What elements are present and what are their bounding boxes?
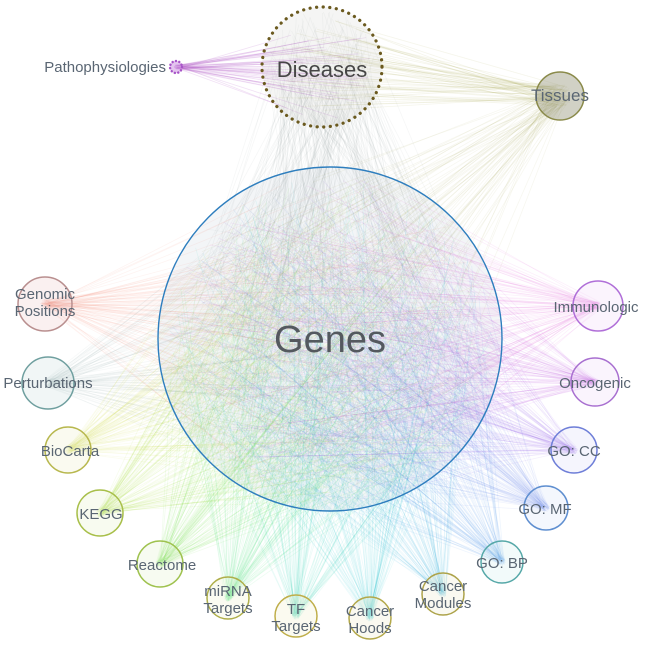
- node-go_mf[interactable]: [523, 485, 569, 531]
- node-perturbations-label: Perturbations: [3, 375, 92, 392]
- node-go_cc[interactable]: [550, 426, 598, 474]
- edges-oncogenic-to-genes: [175, 178, 600, 487]
- node-genes[interactable]: [157, 166, 503, 512]
- node-kegg-label: KEGG: [79, 506, 122, 523]
- node-labels: Genes Diseases PathophysiologiesTissuesGen…: [3, 57, 639, 637]
- nodes: [17, 5, 624, 640]
- node-biocarta-label: BioCarta: [41, 443, 100, 460]
- edges-go_bp-to-genes: [183, 202, 506, 566]
- edges-perturbations-to-genes: [43, 181, 454, 487]
- node-genes-label: Genes: [274, 319, 386, 361]
- node-cancer_hoods[interactable]: [348, 596, 392, 640]
- edges-kegg-to-genes: [95, 180, 478, 518]
- edges-tissues-to-genes: [168, 85, 572, 495]
- node-kegg[interactable]: [76, 489, 124, 537]
- edges-biocarta-to-genes: [63, 202, 491, 483]
- edges-diseases-to-genes: [171, 11, 495, 502]
- node-oncogenic-label: Oncogenic: [559, 375, 631, 392]
- edges-pathophysiologies-to-diseases: [173, 34, 370, 119]
- node-go_cc-label: GO: CC: [547, 443, 601, 460]
- edges-genomic_positions-to-genes: [40, 184, 477, 493]
- node-reactome-label: Reactome: [128, 557, 196, 574]
- node-go_bp-label: GO: BP: [476, 555, 528, 572]
- node-diseases-label: Diseases: [277, 57, 367, 82]
- node-genomic_positions[interactable]: [17, 276, 73, 332]
- edges-mirna_targets-to-genes: [177, 201, 475, 602]
- edges-tissues-to-diseases: [270, 20, 571, 111]
- node-go_mf-label: GO: MF: [518, 501, 571, 518]
- node-tf_targets[interactable]: [274, 594, 318, 638]
- node-perturbations[interactable]: [21, 356, 75, 410]
- node-mirna_targets[interactable]: [206, 576, 250, 620]
- edges-reactome-to-genes: [155, 183, 491, 569]
- edges-go_mf-to-genes: [176, 180, 550, 513]
- edges-cancer_hoods-to-genes: [171, 182, 492, 622]
- node-pathophysiologies-label: Pathophysiologies: [44, 59, 166, 76]
- node-biocarta[interactable]: [44, 426, 92, 474]
- node-tissues-label: Tissues: [531, 86, 589, 105]
- node-diseases[interactable]: [260, 5, 384, 129]
- genes-area: [158, 167, 502, 511]
- node-reactome[interactable]: [136, 540, 184, 588]
- node-oncogenic[interactable]: [570, 357, 620, 407]
- edges-genes-to-genes: [164, 181, 491, 504]
- edges-immunologic-to-genes: [169, 179, 603, 488]
- node-cancer_modules[interactable]: [421, 572, 465, 616]
- edges-cancer_modules-to-genes: [169, 187, 477, 598]
- node-immunologic[interactable]: [572, 280, 624, 332]
- node-tissues[interactable]: [535, 71, 585, 121]
- node-pathophysiologies[interactable]: [168, 59, 184, 75]
- node-immunologic-label: Immunologic: [553, 299, 639, 316]
- node-go_bp[interactable]: [480, 540, 524, 584]
- edge-bundles: [40, 11, 603, 622]
